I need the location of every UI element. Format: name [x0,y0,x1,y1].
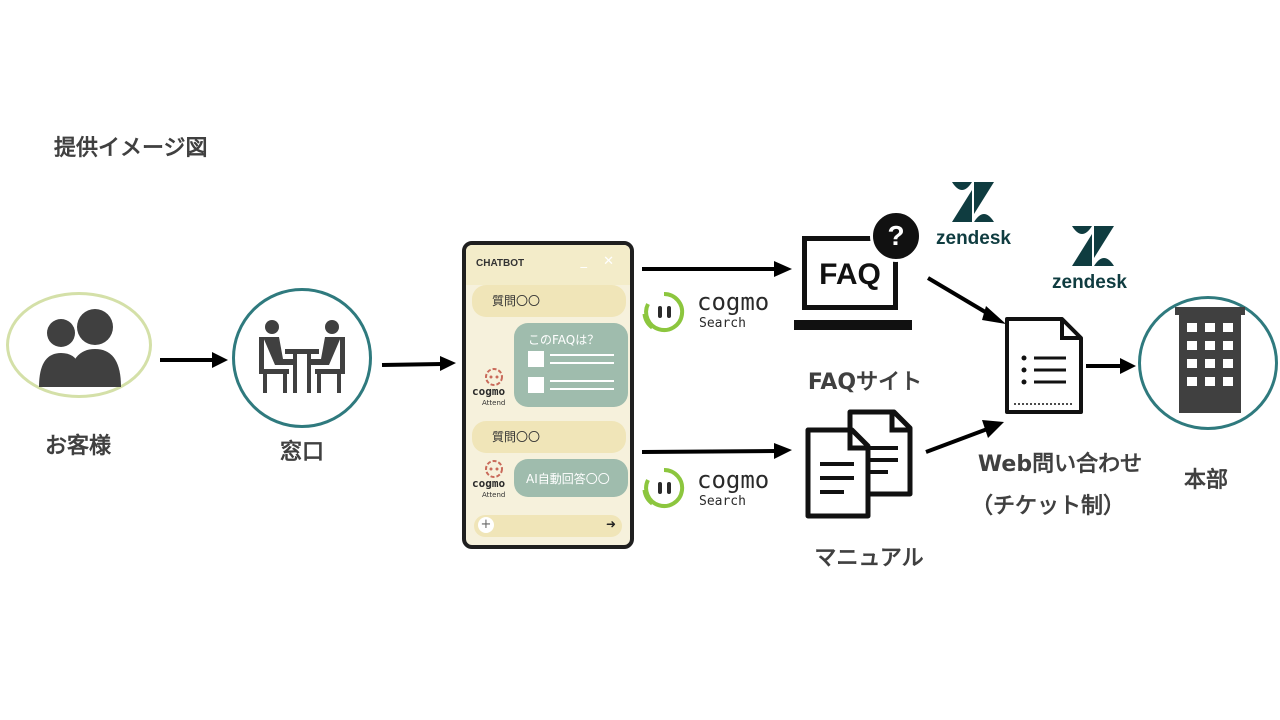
chatbot-header: CHATBOT _ ✕ [466,245,630,285]
cogmo-search-brand: cogmo [697,288,770,316]
cogmo-attend-mascot-icon [485,368,503,386]
customer-circle [6,292,152,398]
send-icon[interactable]: ➜ [605,517,616,531]
customer-label: お客様 [44,434,111,459]
zendesk-brand: zendesk [1052,272,1127,293]
chat-question-2: 質問〇〇 [472,421,626,453]
page-title: 提供イメージ図 [54,136,208,161]
chat-answer-faq-text: このFAQは？ [528,333,600,347]
question-badge-icon: ? [870,210,922,262]
arrow-customer-to-counter [160,352,228,368]
ticket-document-icon [1005,317,1083,414]
manual-label: マニュアル [814,546,924,571]
cogmo-search-brand: cogmo [697,466,770,494]
add-icon[interactable]: + [478,517,494,533]
manual-documents-icon [805,409,913,519]
cogmo-search-sub: Search [699,316,746,331]
cogmo-attend-brand: cogmo [472,477,506,490]
chat-input-bar[interactable]: + ➜ [474,515,622,537]
people-icon [39,309,121,387]
arrow-chatbot-to-faq [642,261,792,277]
chatbot-window-controls[interactable]: _ ✕ [580,254,620,269]
chatbot-phone: CHATBOT _ ✕ 質問〇〇 このFAQは？ cogmo Attend 質問… [462,241,634,549]
web-inquiry-label: Web問い合わせ [977,452,1143,477]
faq-site-label: FAQサイト [807,370,923,395]
cogmo-attend-brand: cogmo [472,385,506,398]
arrow-counter-to-chatbot [381,356,456,371]
cogmo-search-sub: Search [699,494,746,509]
chat-answer-faq: このFAQは？ [514,323,628,407]
cogmo-attend-mascot-icon [485,460,503,478]
arrow-faq-to-ticket [926,276,1006,324]
chatbot-header-title: CHATBOT [476,258,525,269]
zendesk-logo-icon [952,182,994,222]
chat-answer-ai-text: AI自動回答〇〇 [526,472,610,486]
headquarters-label: 本部 [1183,468,1228,493]
cogmo-attend-sub: Attend [482,491,506,499]
arrow-ticket-to-hq [1086,358,1136,374]
cogmo-search-logo-icon [642,467,685,508]
zendesk-brand: zendesk [936,228,1011,249]
web-inquiry-sublabel: （チケット制） [970,494,1125,519]
cogmo-search-logo-icon [642,291,685,332]
chat-answer-ai: AI自動回答〇〇 [514,459,628,497]
cogmo-attend-sub: Attend [482,399,506,407]
faq-screen-text: FAQ [819,258,881,291]
arrow-manual-to-ticket [925,420,1004,454]
counter-circle [232,288,372,428]
headquarters-circle [1138,296,1278,430]
arrow-chatbot-to-manual [641,443,792,459]
chat-question-1: 質問〇〇 [472,285,626,317]
building-icon [1175,307,1245,413]
zendesk-logo-icon [1072,226,1114,266]
faq-list-icon [528,351,614,393]
meeting-desk-icon [259,320,345,393]
faq-laptop-icon: FAQ ? [794,210,922,336]
counter-label: 窓口 [279,440,324,465]
